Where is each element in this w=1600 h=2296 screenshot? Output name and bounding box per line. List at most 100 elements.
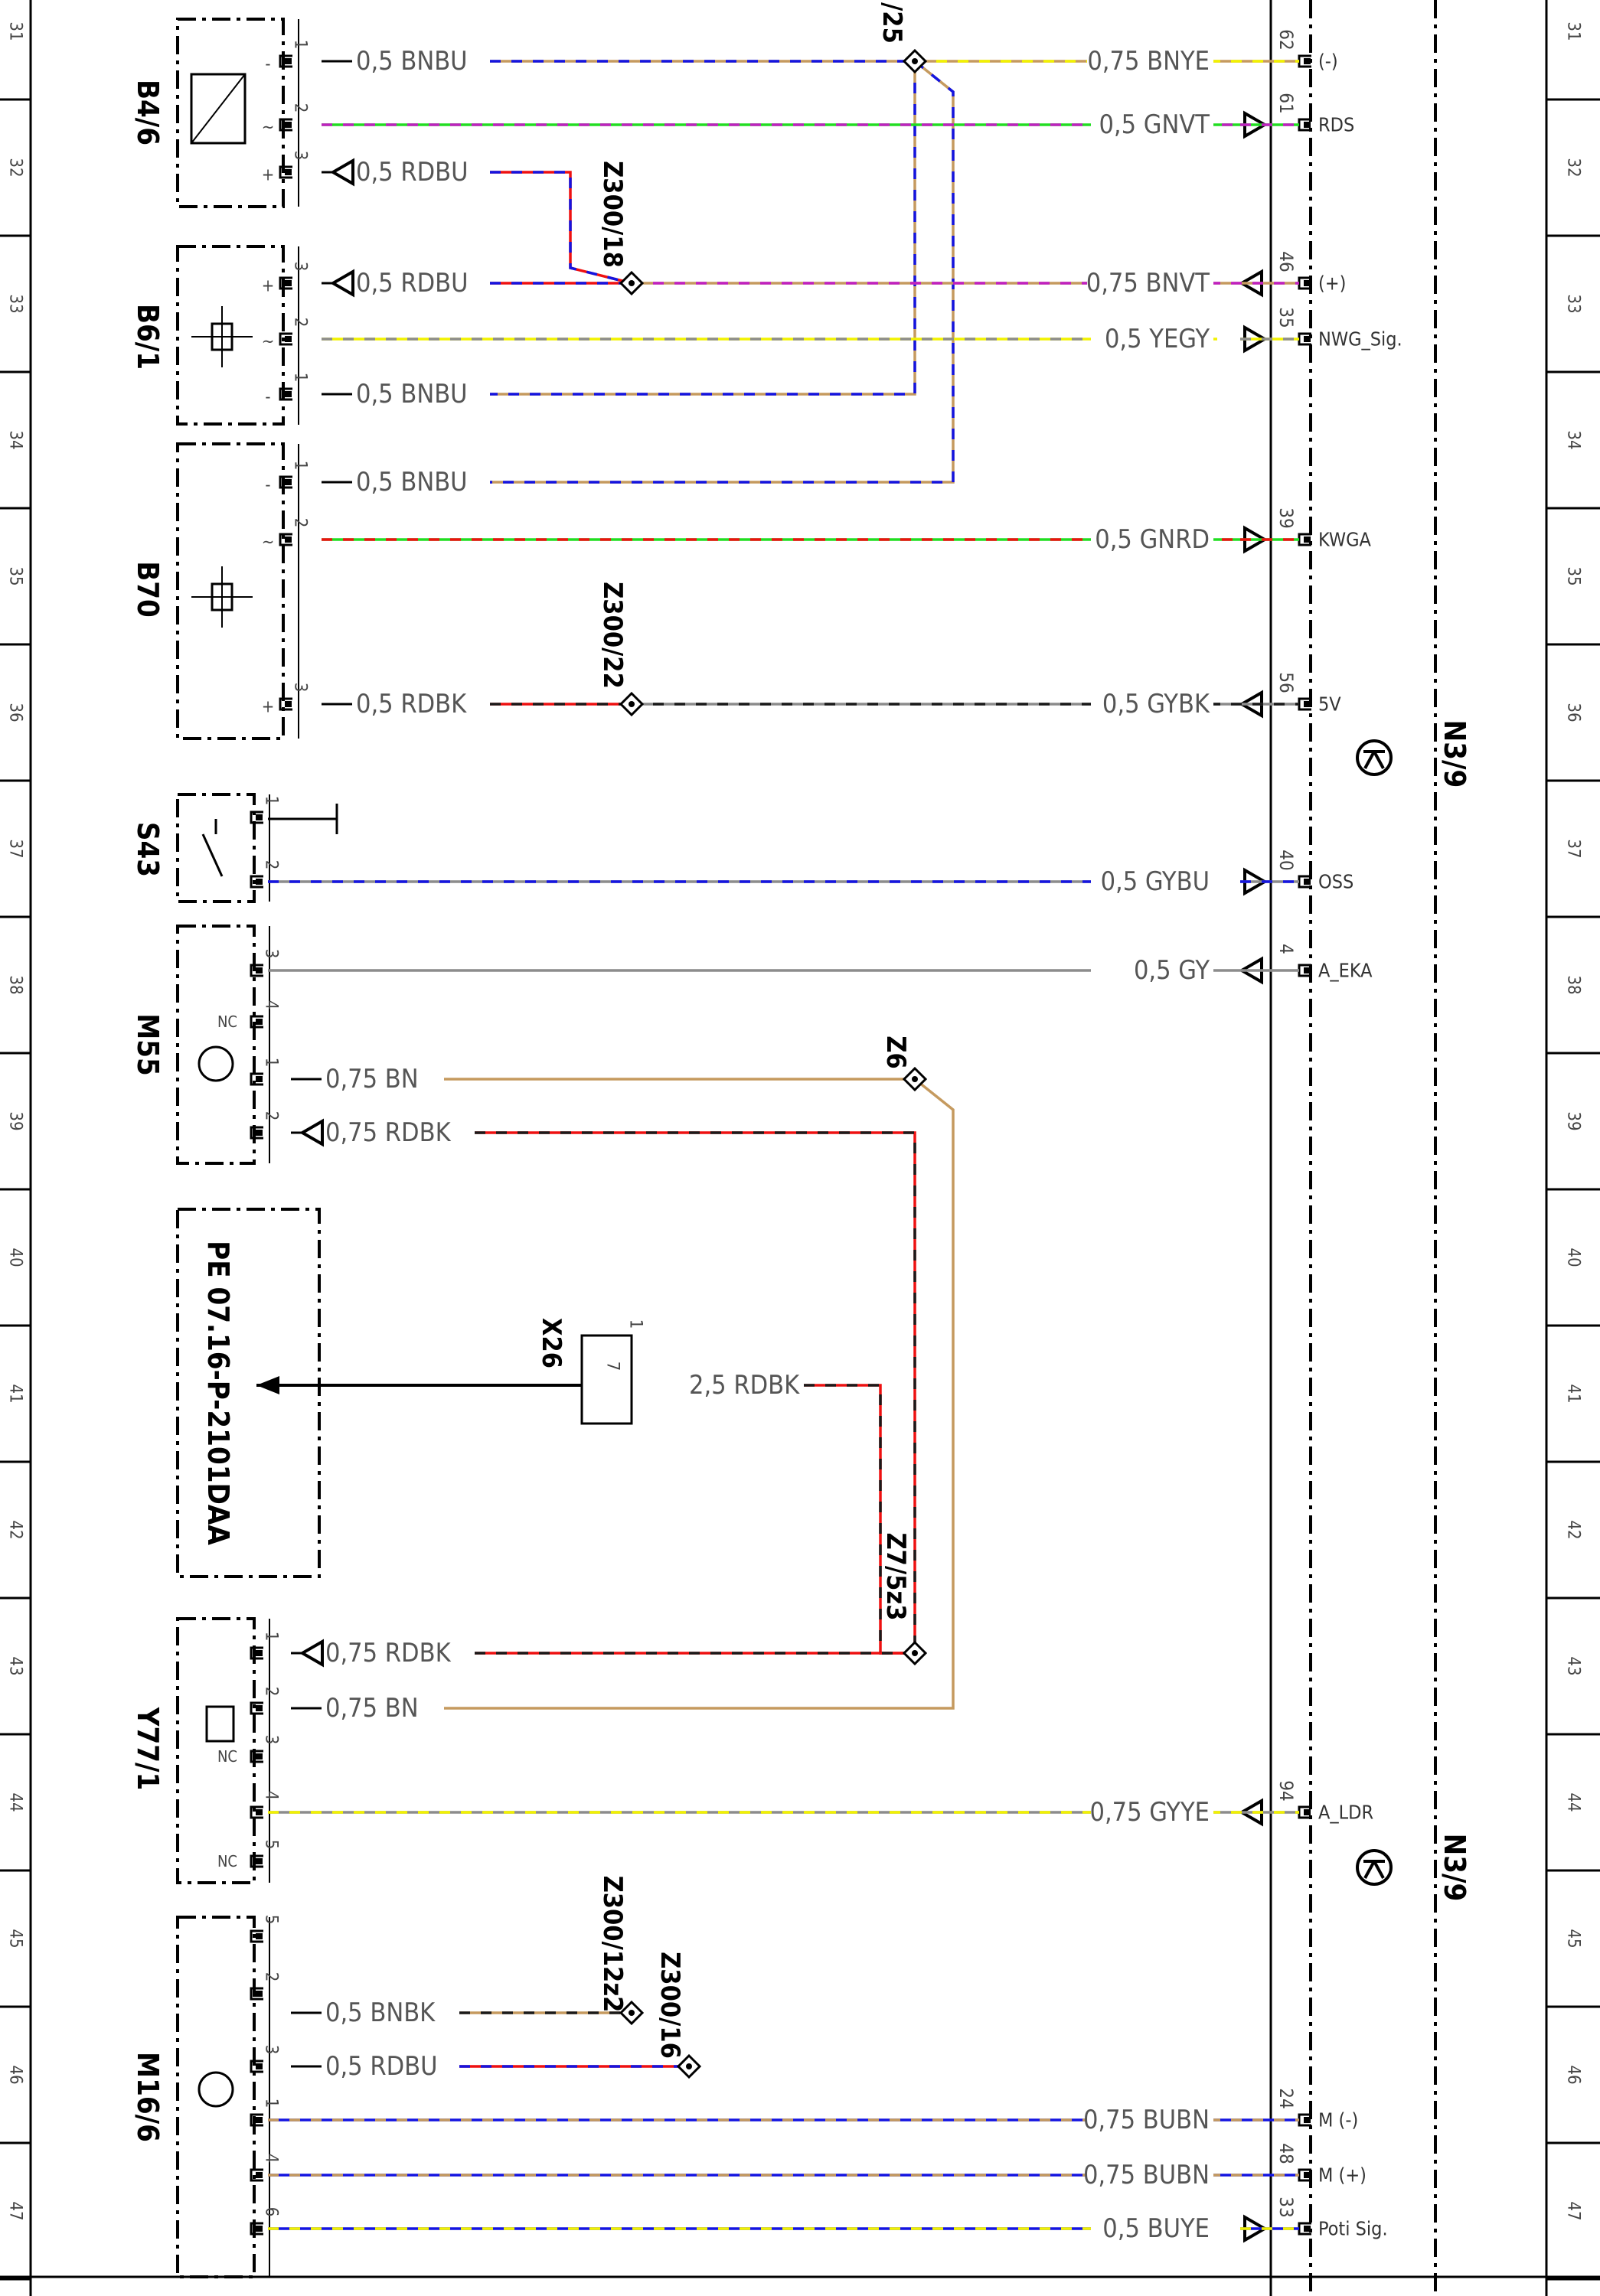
ecu-pin-number: 40 — [1275, 850, 1297, 870]
component-b6-1 — [176, 245, 285, 426]
label-bg — [1091, 865, 1213, 899]
wire-rdbk-vert — [475, 1131, 916, 1653]
pin-y77_1 — [250, 1646, 263, 1660]
switch-blade — [201, 833, 224, 877]
ecu-signal-p40: OSS — [1318, 871, 1353, 893]
pin-arrow — [329, 269, 354, 298]
pin-b6_1 — [279, 387, 292, 401]
wire-base — [475, 1131, 916, 1653]
row-number-left: 35 — [6, 566, 25, 585]
ecu-signal-p4: A_EKA — [1318, 960, 1373, 982]
row-number-left: 33 — [6, 294, 25, 313]
ecu-pin-number: 56 — [1275, 672, 1297, 693]
wire-label-w8: 0,75 RDBK — [325, 1117, 452, 1148]
pin-b6_1-fill — [285, 391, 292, 397]
ecu-signal-p35: NWG_Sig. — [1318, 328, 1402, 351]
pin-s43 — [250, 810, 263, 824]
row-number-right: 45 — [1564, 1929, 1583, 1948]
ecu-pin-p62-fill — [1304, 58, 1311, 64]
actuator-symbol — [198, 2071, 234, 2108]
ecu-pin-p40-fill — [1304, 879, 1311, 885]
pin-y77_1-fill — [256, 1858, 263, 1864]
wire-label-r11: 0,75 BUBN — [1083, 2160, 1210, 2190]
pin-b70-fill — [285, 701, 292, 707]
pin-m55 — [250, 1126, 263, 1140]
row-number-right: 39 — [1564, 1111, 1583, 1130]
pin-m55 — [250, 1072, 263, 1086]
ecu-signal-p39: KWGA — [1318, 529, 1372, 551]
ecu-pin-number: 48 — [1275, 2143, 1297, 2164]
ecu-symbol-leg — [1373, 751, 1385, 769]
splice-label-z300-16: Z300/16 — [655, 1952, 685, 2059]
row-number-left: 47 — [6, 2201, 25, 2220]
label-bg — [1091, 2212, 1213, 2245]
row-number-left: 46 — [6, 2065, 25, 2084]
row-number-right: 38 — [1564, 975, 1583, 994]
wire-label-w4: 0,5 BNBU — [356, 379, 468, 409]
wire-base — [490, 61, 916, 396]
wire-bn-loop — [444, 1078, 955, 1710]
splice-z6-dot — [912, 1076, 918, 1082]
label-bg — [1091, 322, 1213, 356]
pin-arrow — [329, 158, 354, 187]
row-number-left: 34 — [6, 430, 25, 449]
wire-label-w7: 0,75 BN — [325, 1064, 419, 1094]
row-number-right: 33 — [1564, 294, 1583, 313]
pin-m55-fill — [256, 967, 263, 974]
splice-z300-16-dot — [686, 2063, 692, 2069]
pin-number: 1 — [291, 461, 310, 471]
ecu-pin-p94-fill — [1304, 1809, 1311, 1815]
ecu-symbol — [1356, 1849, 1393, 1886]
row-number-left: 37 — [6, 839, 25, 858]
motor-symbol — [198, 1045, 234, 1082]
pin-number: 2 — [262, 860, 281, 870]
wire-label-r8: 0,5 GY — [1134, 955, 1210, 986]
row-number-right: 36 — [1564, 703, 1583, 722]
row-number-right: 32 — [1564, 158, 1583, 177]
ecu-pin-number: 33 — [1275, 2197, 1297, 2217]
pin-b4_6 — [279, 54, 292, 68]
wire-b4-6-pin3 — [490, 171, 632, 285]
pin-s43 — [250, 875, 263, 889]
pin-m55 — [250, 964, 263, 977]
ecu-signal-p46: (+) — [1318, 272, 1346, 295]
pin-m16_6-fill — [256, 2063, 263, 2069]
x26-pin-1: 1 — [626, 1319, 645, 1329]
pin-b70 — [279, 697, 292, 711]
pe-arrow-head — [256, 1376, 279, 1394]
row-number-right: 42 — [1564, 1520, 1583, 1539]
pin-arrow — [299, 1118, 324, 1147]
pin-b4_6-fill — [285, 122, 292, 128]
component-s43 — [176, 793, 256, 903]
pin-arrow — [299, 1639, 324, 1668]
ecu-symbol — [1356, 739, 1393, 776]
pin-number: 1 — [262, 1632, 281, 1642]
row-number-left: 41 — [6, 1384, 25, 1403]
ecu-pin-number: 24 — [1275, 2088, 1297, 2108]
wire-b70-pin1 — [490, 60, 955, 484]
label-bg — [1091, 523, 1213, 556]
splice-z300-18-dot — [629, 280, 635, 286]
pin-polarity: - — [265, 476, 270, 495]
pin-number: 1 — [262, 2099, 281, 2108]
component-label-b4-6: B4/6 — [131, 80, 165, 145]
label-bg — [1091, 1795, 1213, 1829]
x26-label: X26 — [536, 1318, 567, 1368]
wire-label-w5: 0,5 BNBU — [356, 467, 468, 497]
pin-m16_6 — [250, 1987, 263, 2001]
wire-label-w9: 2,5 RDBK — [689, 1370, 800, 1401]
pin-m16_6 — [250, 2222, 263, 2236]
row-number-left: 44 — [6, 1792, 25, 1812]
pin-m16_6-fill — [256, 2117, 263, 2123]
splice-label-z6: Z6 — [880, 1035, 911, 1068]
pin-b6_1-fill — [285, 280, 292, 286]
ecu-signal-p62: (-) — [1318, 51, 1338, 73]
wire-label-r5: 0,5 GNRD — [1095, 524, 1210, 555]
pin-s43-fill — [256, 814, 263, 820]
sensor-diagonal — [191, 73, 246, 144]
row-number-right: 43 — [1564, 1656, 1583, 1675]
row-number-right: 44 — [1564, 1792, 1583, 1812]
row-number-left: 38 — [6, 975, 25, 994]
pin-number: 3 — [262, 1735, 281, 1745]
